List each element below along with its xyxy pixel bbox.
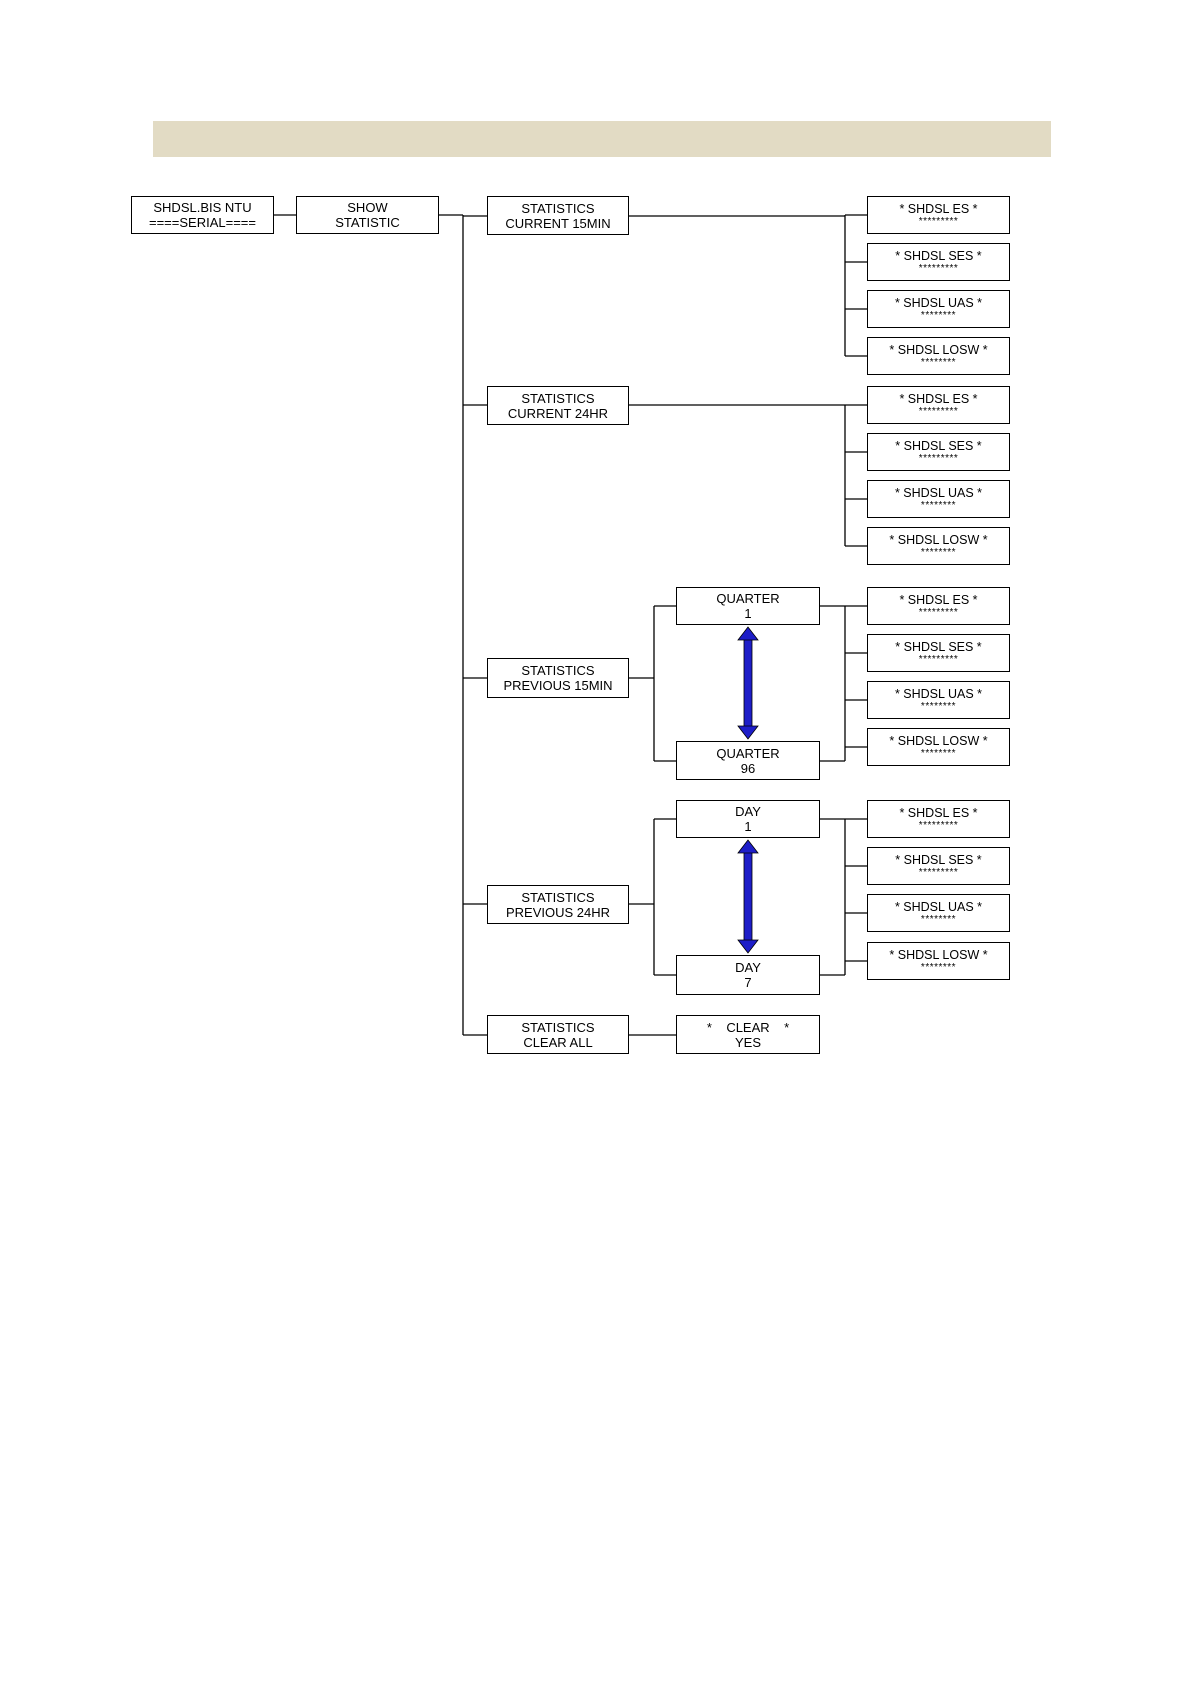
leaf-es: * SHDSL ES * ********* — [867, 196, 1010, 234]
menu-line2: CURRENT 15MIN — [505, 215, 611, 231]
range-line2: 7 — [744, 975, 752, 990]
leaf-uas: * SHDSL UAS * ******** — [867, 681, 1010, 719]
day-range-arrow — [737, 839, 759, 954]
leaf-ses: * SHDSL SES * ********* — [867, 433, 1010, 471]
leaf-line2: ********* — [918, 867, 959, 878]
menu-clear-all: STATISTICS CLEAR ALL — [487, 1015, 629, 1054]
leaf-ses: * SHDSL SES * ********* — [867, 243, 1010, 281]
leaf-losw: * SHDSL LOSW * ******** — [867, 527, 1010, 565]
range-line1: DAY — [735, 804, 761, 819]
arrow-head-up — [737, 626, 759, 641]
range-arrows — [737, 626, 759, 954]
menu-line2: CURRENT 24HR — [507, 405, 609, 421]
range-line2: 1 — [744, 606, 752, 621]
range-line1: QUARTER — [716, 745, 780, 761]
range-line1: QUARTER — [716, 591, 780, 606]
menu-current-24hr: STATISTICS CURRENT 24HR — [487, 386, 629, 425]
arrow-head-down — [737, 939, 759, 954]
show-line1: SHOW — [347, 200, 388, 215]
range-day-last: DAY 7 — [676, 955, 820, 995]
leaf-line1: * SHDSL ES * — [899, 202, 978, 216]
leaf-line1: * SHDSL LOSW * — [889, 343, 988, 357]
leaf-line2: ********* — [918, 820, 959, 831]
leaf-line1: * SHDSL LOSW * — [889, 948, 988, 962]
connector-lines — [274, 214, 867, 1036]
leaf-ses: * SHDSL SES * ********* — [867, 634, 1010, 672]
clear-line1: * CLEAR * — [706, 1019, 790, 1035]
menu-line2: PREVIOUS 15MIN — [503, 678, 613, 693]
range-line2: 1 — [744, 819, 752, 834]
leaf-line1: * SHDSL LOSW * — [889, 533, 988, 547]
leaf-line2: ********* — [918, 406, 959, 417]
range-line2: 96 — [740, 760, 756, 776]
range-quarter-first: QUARTER 1 — [676, 587, 820, 625]
show-line2: STATISTIC — [335, 215, 400, 230]
leaf-line1: * SHDSL UAS * — [894, 900, 983, 914]
leaf-line1: * SHDSL LOSW * — [889, 734, 988, 748]
leaf-line2: ******** — [920, 701, 957, 712]
leaf-line1: * SHDSL UAS * — [894, 687, 983, 701]
menu-line1: STATISTICS — [521, 390, 595, 406]
menu-line1: STATISTICS — [521, 1019, 595, 1035]
leaf-line1: * SHDSL SES * — [895, 439, 982, 453]
leaf-line1: * SHDSL ES * — [899, 593, 978, 607]
arrow-head-down — [737, 725, 759, 740]
leaf-es: * SHDSL ES * ********* — [867, 587, 1010, 625]
root-line1: SHDSL.BIS NTU — [153, 200, 252, 215]
leaf-line1: * SHDSL SES * — [895, 249, 982, 263]
leaf-uas: * SHDSL UAS * ******** — [867, 290, 1010, 328]
leaf-line2: ******** — [920, 748, 957, 759]
menu-previous-15min: STATISTICS PREVIOUS 15MIN — [487, 658, 629, 698]
range-day-first: DAY 1 — [676, 800, 820, 838]
leaf-line2: ******** — [920, 357, 957, 368]
menu-line1: STATISTICS — [521, 200, 595, 216]
leaf-line1: * SHDSL SES * — [895, 853, 982, 867]
clear-yes-box: * CLEAR * YES — [676, 1015, 820, 1054]
leaf-line1: * SHDSL SES * — [895, 640, 982, 654]
show-statistic-box: SHOW STATISTIC — [296, 196, 439, 234]
leaf-losw: * SHDSL LOSW * ******** — [867, 337, 1010, 375]
section-header-band — [153, 121, 1051, 157]
leaf-line2: ********* — [918, 216, 959, 227]
menu-line2: PREVIOUS 24HR — [505, 904, 611, 920]
menu-line1: STATISTICS — [521, 889, 595, 905]
leaf-line2: ******** — [920, 962, 957, 973]
leaf-line2: ******** — [920, 310, 957, 321]
leaf-line2: ********* — [918, 453, 959, 464]
leaf-es: * SHDSL ES * ********* — [867, 800, 1010, 838]
leaf-line1: * SHDSL UAS * — [894, 296, 983, 310]
menu-previous-24hr: STATISTICS PREVIOUS 24HR — [487, 885, 629, 924]
leaf-losw: * SHDSL LOSW * ******** — [867, 728, 1010, 766]
quarter-range-arrow — [737, 626, 759, 740]
range-line1: DAY — [735, 960, 761, 975]
leaf-es: * SHDSL ES * ********* — [867, 386, 1010, 424]
range-quarter-last: QUARTER 96 — [676, 741, 820, 780]
leaf-line2: ********* — [918, 654, 959, 665]
leaf-ses: * SHDSL SES * ********* — [867, 847, 1010, 885]
clear-line2: YES — [734, 1034, 761, 1050]
leaf-line2: ********* — [918, 263, 959, 274]
leaf-uas: * SHDSL UAS * ******** — [867, 894, 1010, 932]
menu-current-15min: STATISTICS CURRENT 15MIN — [487, 196, 629, 235]
menu-line1: STATISTICS — [521, 663, 595, 678]
leaf-line2: ********* — [918, 607, 959, 618]
arrow-shaft — [743, 638, 753, 728]
leaf-line2: ******** — [920, 500, 957, 511]
leaf-line1: * SHDSL ES * — [899, 392, 978, 406]
arrow-shaft — [743, 851, 753, 942]
leaf-line1: * SHDSL UAS * — [894, 486, 983, 500]
leaf-line2: ******** — [920, 914, 957, 925]
leaf-line1: * SHDSL ES * — [899, 806, 978, 820]
root-box: SHDSL.BIS NTU ====SERIAL==== — [131, 196, 274, 234]
arrow-head-up — [737, 839, 759, 854]
leaf-line2: ******** — [920, 547, 957, 558]
leaf-uas: * SHDSL UAS * ******** — [867, 480, 1010, 518]
leaf-losw: * SHDSL LOSW * ******** — [867, 942, 1010, 980]
menu-line2: CLEAR ALL — [523, 1034, 593, 1050]
root-line2: ====SERIAL==== — [149, 215, 256, 230]
